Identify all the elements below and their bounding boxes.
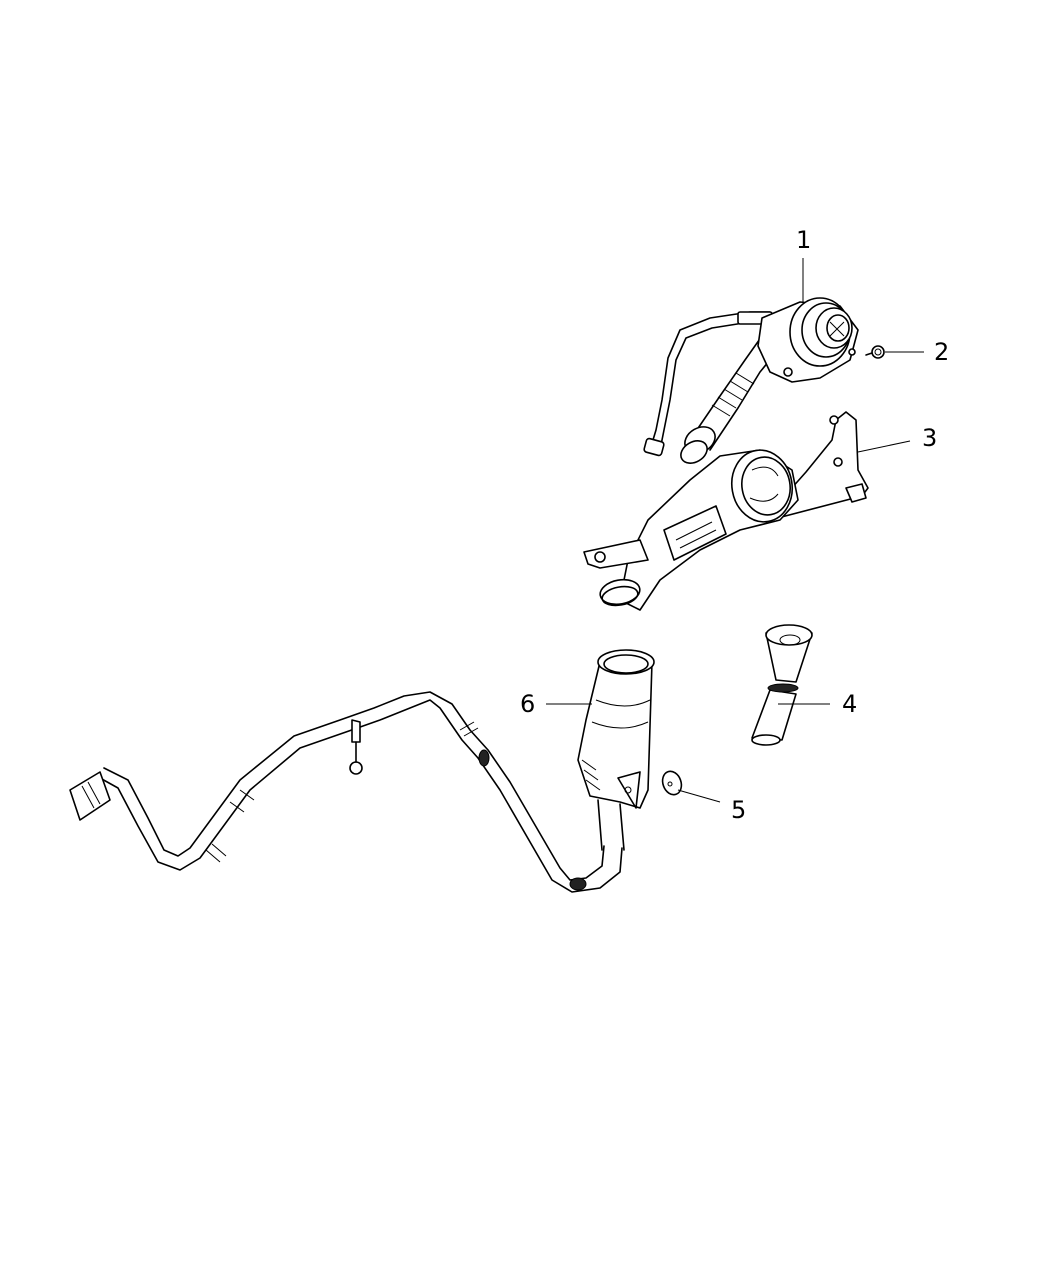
leader-line-5 xyxy=(677,789,721,803)
callout-6: 6 xyxy=(520,690,536,718)
part-5-grommet xyxy=(661,770,683,796)
leader-lines xyxy=(546,258,924,803)
part-2-screw xyxy=(865,345,885,359)
callout-2: 2 xyxy=(934,338,950,366)
callout-3: 3 xyxy=(922,424,938,452)
leader-line-3 xyxy=(857,440,911,453)
part-3-filler-tube xyxy=(583,411,869,611)
callout-1: 1 xyxy=(796,226,812,254)
part-4-funnel xyxy=(751,624,813,746)
callout-4: 4 xyxy=(842,690,858,718)
callout-5: 5 xyxy=(731,796,747,824)
part-6-canister-vapor-line xyxy=(69,649,655,893)
part-1-filler-housing xyxy=(643,297,859,464)
